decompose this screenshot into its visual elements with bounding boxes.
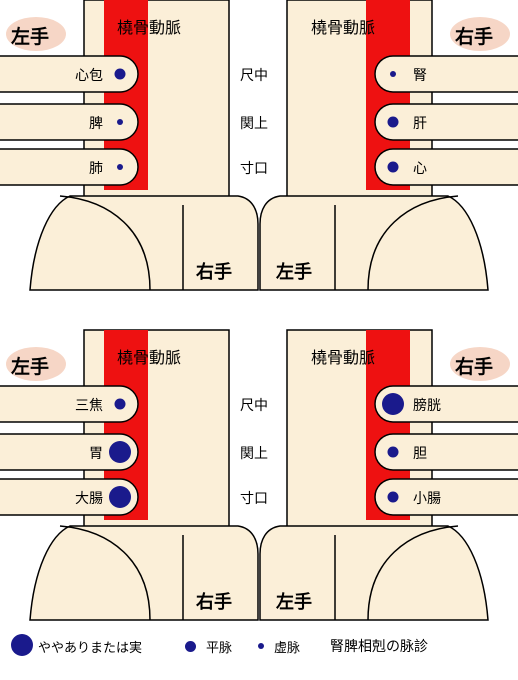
- right-organ-label-2: 胆: [413, 446, 427, 462]
- pulse-position-2: 関上: [240, 116, 268, 132]
- left-pulse-dot-2: [117, 119, 123, 125]
- legend-dot-plain: [185, 641, 196, 652]
- left-artery-label: 橈骨動脈: [117, 18, 182, 37]
- right-organ-label-3: 心: [413, 161, 427, 177]
- left-hand-badge: [6, 347, 66, 381]
- right-finger-1: [374, 55, 518, 93]
- legend-text-weak: 虚脉: [274, 641, 301, 656]
- left-thumb-line: [59, 195, 151, 291]
- right-organ-label-1: 腎: [413, 68, 427, 84]
- legend-title: 腎脾相剋の脉診: [330, 639, 428, 655]
- right-organ-label-2: 肝: [413, 116, 427, 132]
- left-pulse-dot-3: [117, 164, 123, 170]
- right-pulse-dot-3: [387, 161, 399, 173]
- left-thumb-label: 右手: [196, 592, 232, 613]
- left-hand-badge-label: 左手: [11, 26, 50, 48]
- legend-text-strong: ややありまたは実: [38, 641, 143, 656]
- pulse-position-3: 寸口: [240, 491, 268, 507]
- right-hand-badge-label: 右手: [455, 26, 494, 48]
- left-finger-3: [0, 478, 139, 516]
- left-pulse-dot-1: [114, 68, 126, 80]
- left-finger-1: [0, 385, 139, 423]
- right-hand: [259, 525, 489, 621]
- left-pulse-dot-1: [114, 398, 126, 410]
- left-organ-label-3: 肺: [89, 161, 103, 177]
- right-finger-2: [374, 433, 518, 471]
- left-hand-badge-label: 左手: [11, 356, 50, 378]
- left-finger-1: [0, 55, 139, 93]
- right-finger-2: [374, 103, 518, 141]
- right-thumb-label: 左手: [276, 592, 312, 613]
- right-pulse-dot-2: [387, 116, 399, 128]
- left-finger-2: [0, 103, 139, 141]
- left-thumb-label: 右手: [196, 262, 232, 283]
- pulse-position-1: 尺中: [240, 68, 268, 84]
- left-artery-label: 橈骨動脈: [117, 348, 182, 367]
- pulse-position-2: 関上: [240, 446, 268, 462]
- left-organ-label-2: 脾: [89, 116, 103, 132]
- pulse-position-1: 尺中: [240, 398, 268, 414]
- left-organ-label-2: 胃: [89, 446, 103, 462]
- left-hand: [29, 525, 259, 621]
- pulse-position-3: 寸口: [240, 161, 268, 177]
- right-hand-badge: [450, 347, 510, 381]
- left-hand-badge: [6, 17, 66, 51]
- legend-dot-strong: [11, 634, 33, 656]
- right-artery-label: 橈骨動脈: [311, 348, 376, 367]
- right-hand: [259, 195, 489, 291]
- left-organ-label-1: 三焦: [75, 398, 103, 414]
- left-finger-3: [0, 148, 139, 186]
- right-finger-3: [374, 478, 518, 516]
- left-pulse-dot-3: [109, 486, 131, 508]
- right-hand-badge: [450, 17, 510, 51]
- right-organ-label-3: 小腸: [413, 491, 441, 507]
- left-thumb-line: [59, 525, 151, 621]
- left-pulse-dot-2: [109, 441, 131, 463]
- legend-text-plain: 平脉: [206, 641, 233, 656]
- left-hand: [29, 195, 259, 291]
- legend-dot-weak: [258, 643, 264, 649]
- right-pulse-dot-3: [387, 491, 399, 503]
- right-hand-badge-label: 右手: [455, 356, 494, 378]
- left-finger-2: [0, 433, 139, 471]
- right-thumb-line: [367, 195, 459, 291]
- right-thumb-label: 左手: [276, 262, 312, 283]
- right-finger-3: [374, 148, 518, 186]
- right-artery-label: 橈骨動脈: [311, 18, 376, 37]
- right-pulse-dot-1: [382, 393, 404, 415]
- left-organ-label-3: 大腸: [75, 491, 103, 507]
- right-pulse-dot-2: [387, 446, 399, 458]
- right-finger-1: [374, 385, 518, 423]
- left-organ-label-1: 心包: [75, 68, 103, 84]
- right-pulse-dot-1: [390, 71, 396, 77]
- right-organ-label-1: 膀胱: [413, 398, 441, 414]
- right-thumb-line: [367, 525, 459, 621]
